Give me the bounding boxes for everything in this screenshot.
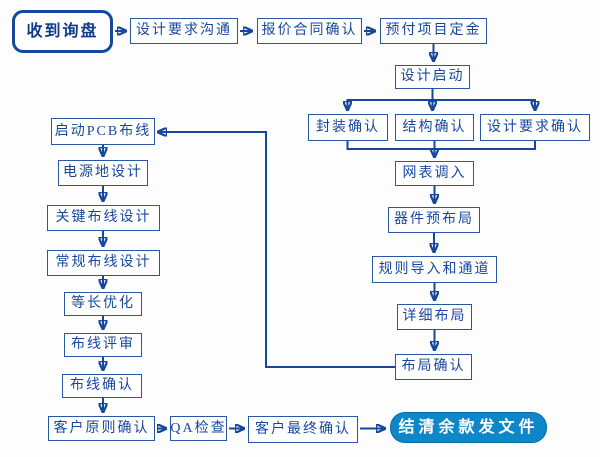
node-quotation-contract-confirm: 报价合同确认	[257, 18, 362, 44]
node-customer-principle-confirm: 客户原则确认	[48, 416, 155, 441]
node-netlist-import: 网表调入	[395, 161, 474, 186]
node-routing-review: 布线评审	[64, 333, 142, 357]
node-prepay-project-deposit: 预付项目定金	[380, 18, 487, 44]
node-length-matching-optimization: 等长优化	[64, 292, 142, 316]
node-routing-confirm: 布线确认	[62, 374, 142, 398]
node-structure-confirm: 结构确认	[395, 114, 474, 141]
node-regular-routing-design: 常规布线设计	[47, 250, 160, 276]
node-layout-confirm: 布局确认	[395, 354, 472, 380]
node-customer-final-confirm: 客户最终确认	[248, 416, 358, 443]
node-settle-balance-deliver-files: 结清余款发文件	[390, 412, 547, 443]
node-detailed-layout: 详细布局	[397, 304, 472, 330]
node-rules-import-channels: 规则导入和通道	[372, 256, 497, 283]
node-power-ground-design: 电源地设计	[58, 160, 148, 186]
node-critical-routing-design: 关键布线设计	[47, 205, 160, 231]
node-component-prelayout: 器件预布局	[388, 207, 480, 233]
node-design-kickoff: 设计启动	[395, 65, 470, 89]
node-received-inquiry: 收到询盘	[12, 10, 113, 53]
node-package-confirm: 封装确认	[308, 114, 388, 141]
node-qa-check: QA检查	[170, 416, 227, 441]
arrow-layout-confirm-to-pcb-routing	[158, 132, 395, 368]
node-design-requirements-communication: 设计要求沟通	[130, 18, 238, 44]
node-design-requirements-confirm: 设计要求确认	[480, 114, 590, 141]
node-start-pcb-routing: 启动PCB布线	[51, 118, 155, 145]
